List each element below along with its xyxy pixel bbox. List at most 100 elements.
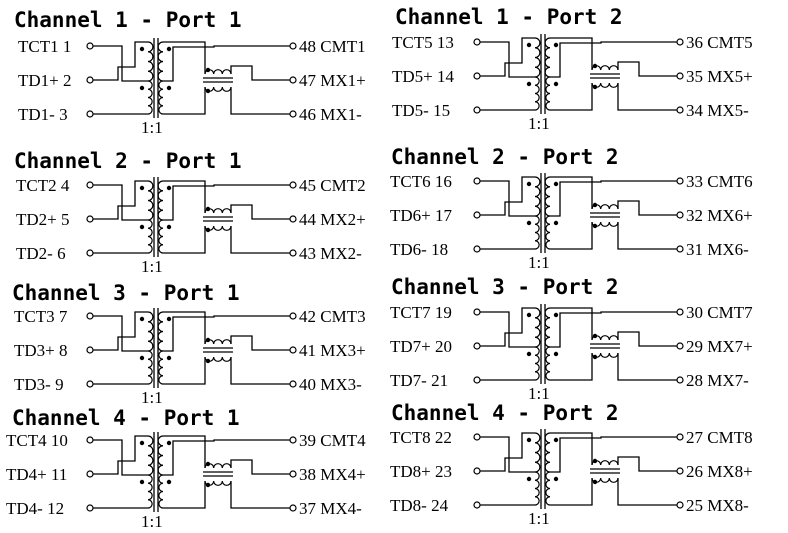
left-terminal xyxy=(473,433,481,441)
polarity-dot xyxy=(592,458,598,464)
left-terminal xyxy=(473,467,481,475)
turns-ratio-label: 1:1 xyxy=(528,253,550,272)
secondary-winding-upper xyxy=(544,432,551,473)
left-pin-label: TD6- 18 xyxy=(390,240,448,259)
channel-title: Channel 1 - Port 1 xyxy=(14,8,242,32)
polarity-dot xyxy=(166,85,172,91)
channel-title: Channel 4 - Port 1 xyxy=(12,406,240,430)
wire-mx-minus xyxy=(230,481,290,509)
right-pin-label: 46 MX1- xyxy=(299,105,362,124)
left-pin-label: TD5+ 14 xyxy=(392,67,454,86)
wire-mx-plus xyxy=(230,335,290,351)
right-terminal xyxy=(676,433,684,441)
polarity-dot xyxy=(205,337,211,343)
left-pin-label: TD2- 6 xyxy=(16,244,66,263)
polarity-dot xyxy=(526,220,532,226)
left-pin-label: TCT1 1 xyxy=(18,37,71,56)
wire-cmt xyxy=(163,315,290,352)
wire-sec-top xyxy=(163,41,206,74)
polarity-dot xyxy=(139,85,145,91)
left-pin-label: TCT7 19 xyxy=(390,303,452,322)
right-pin-label: 25 MX8- xyxy=(686,496,749,515)
polarity-dot xyxy=(139,440,145,446)
polarity-dot xyxy=(553,312,559,318)
wire-td-plus xyxy=(480,37,535,77)
wire-mx-plus xyxy=(617,61,677,77)
left-terminal xyxy=(86,504,94,512)
right-terminal xyxy=(289,76,297,84)
left-terminal xyxy=(473,308,481,316)
wire-td-plus xyxy=(480,307,535,347)
right-pin-label: 31 MX6- xyxy=(686,240,749,259)
polarity-dot xyxy=(553,437,559,443)
left-terminal xyxy=(473,342,481,350)
secondary-winding-lower xyxy=(158,219,164,254)
primary-winding-upper xyxy=(147,180,154,221)
polarity-dot xyxy=(526,181,532,187)
primary-winding-lower xyxy=(147,474,153,509)
secondary-winding-lower xyxy=(545,471,551,506)
polarity-dot xyxy=(205,482,211,488)
left-pin-label: TCT8 22 xyxy=(390,428,452,447)
secondary-winding-upper xyxy=(544,176,551,217)
wire-cmt xyxy=(163,184,290,221)
right-pin-label: 27 CMT8 xyxy=(686,428,753,447)
polarity-dot xyxy=(139,224,145,230)
right-terminal xyxy=(676,211,684,219)
polarity-dot xyxy=(553,81,559,87)
polarity-dot xyxy=(205,358,211,364)
polarity-dot xyxy=(166,316,172,322)
left-terminal xyxy=(86,181,94,189)
wire-mx-plus xyxy=(230,459,290,475)
right-terminal xyxy=(289,346,297,354)
left-pin-label: TD3- 9 xyxy=(14,375,64,394)
right-terminal xyxy=(289,470,297,478)
primary-winding-lower xyxy=(534,215,540,250)
secondary-winding-upper xyxy=(157,41,164,82)
left-pin-label: TCT3 7 xyxy=(14,307,68,326)
right-pin-label: 37 MX4- xyxy=(299,499,362,518)
secondary-winding-upper xyxy=(157,180,164,221)
turns-ratio-label: 1:1 xyxy=(528,509,550,528)
right-pin-label: 32 MX6+ xyxy=(686,206,753,225)
right-pin-label: 41 MX3+ xyxy=(299,341,366,360)
right-terminal xyxy=(676,501,684,509)
polarity-dot xyxy=(553,220,559,226)
polarity-dot xyxy=(553,476,559,482)
polarity-dot xyxy=(526,81,532,87)
right-terminal xyxy=(676,177,684,185)
polarity-dot xyxy=(526,437,532,443)
left-terminal xyxy=(473,177,481,185)
right-terminal xyxy=(289,249,297,257)
left-terminal xyxy=(473,38,481,46)
wire-mx-plus xyxy=(617,331,677,347)
wire-cmt xyxy=(550,180,677,217)
wire-mx-minus xyxy=(617,353,677,381)
right-pin-label: 36 CMT5 xyxy=(686,33,753,52)
wire-cmt xyxy=(163,439,290,476)
wire-tct xyxy=(93,315,148,352)
secondary-winding-lower xyxy=(545,346,551,381)
secondary-winding-upper xyxy=(157,435,164,476)
wire-sec-bottom xyxy=(163,226,206,254)
wire-tct xyxy=(480,180,535,217)
wire-sec-top xyxy=(550,307,593,340)
polarity-dot xyxy=(526,476,532,482)
primary-winding-upper xyxy=(534,176,541,217)
secondary-winding-lower xyxy=(158,80,164,115)
wire-mx-minus xyxy=(230,226,290,254)
wire-sec-top xyxy=(550,37,593,70)
wire-sec-top xyxy=(163,180,206,213)
right-terminal xyxy=(676,467,684,475)
left-terminal xyxy=(86,312,94,320)
polarity-dot xyxy=(166,46,172,52)
left-pin-label: TD5- 15 xyxy=(392,101,450,120)
right-terminal xyxy=(289,110,297,118)
left-terminal xyxy=(86,346,94,354)
